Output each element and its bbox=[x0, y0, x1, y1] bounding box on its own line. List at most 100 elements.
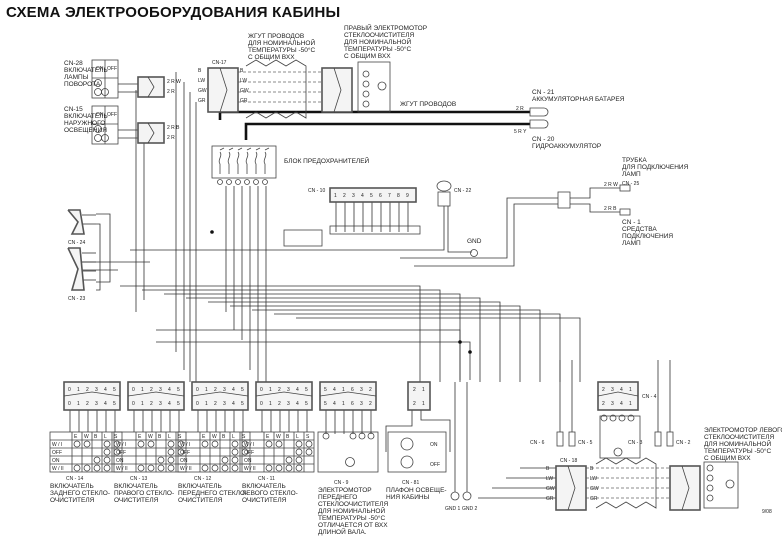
table-col-header: S bbox=[242, 434, 246, 440]
pin-label: 1 bbox=[269, 387, 272, 393]
pin-label: 3 bbox=[287, 387, 290, 393]
accumulator-wire bbox=[244, 122, 530, 140]
contact-icon bbox=[93, 464, 101, 472]
wire-code: GW bbox=[240, 88, 249, 94]
cn11-title: CN - 11 bbox=[258, 476, 275, 482]
contact-icon bbox=[305, 440, 313, 448]
contact-icon bbox=[275, 464, 283, 472]
contact-icon bbox=[147, 440, 155, 448]
wire-code: 2 R bbox=[167, 135, 175, 141]
wire bbox=[96, 213, 111, 283]
pin-label: 3 bbox=[360, 387, 363, 393]
pin-label: 4 bbox=[104, 387, 107, 393]
pin-label: 1 bbox=[269, 401, 272, 407]
pin-label: 5 bbox=[305, 401, 308, 407]
lamp-icon bbox=[94, 134, 102, 142]
connector-divider bbox=[255, 391, 313, 397]
wire-code: 2 R B bbox=[167, 125, 180, 131]
wire bbox=[230, 305, 521, 382]
cn9-label: ДЛИНОЙ ВАЛА. bbox=[318, 527, 367, 536]
cn13-label: ВКЛЮЧАТЕЛЬ bbox=[114, 483, 158, 490]
pin-label: 3 bbox=[95, 401, 98, 407]
junction-dot bbox=[458, 340, 462, 344]
table-col-header: S bbox=[114, 434, 118, 440]
wire-code: GR bbox=[240, 98, 248, 104]
pin-label: 4 bbox=[620, 387, 623, 393]
cn9-label: ОТЛИЧАЕТСЯ ОТ ВХХ bbox=[318, 522, 388, 529]
connector-divider bbox=[597, 391, 639, 397]
cn23-connector bbox=[67, 247, 85, 291]
ground-icon bbox=[462, 491, 472, 501]
pin-label: 3 bbox=[159, 401, 162, 407]
wire-code: LW bbox=[546, 476, 553, 482]
cn28-off: OFF bbox=[107, 66, 117, 72]
cn13-connector bbox=[127, 381, 185, 411]
contact-icon bbox=[167, 448, 175, 456]
gnd1-label: GND 1 bbox=[445, 506, 461, 512]
terminal bbox=[706, 484, 714, 492]
lamp-icon bbox=[94, 79, 102, 87]
cn11-connector bbox=[255, 381, 313, 411]
wire-code: B bbox=[240, 68, 244, 74]
contact-icon bbox=[211, 440, 219, 448]
cn28-label: ПОВОРОТА bbox=[64, 81, 101, 88]
fuse-icon bbox=[236, 147, 243, 174]
table-row-header: ON bbox=[116, 458, 124, 464]
pin-label: 4 bbox=[296, 401, 299, 407]
contact-icon bbox=[295, 440, 303, 448]
cn15-off: OFF bbox=[107, 112, 117, 118]
contact-icon bbox=[103, 440, 111, 448]
cn22-bulb bbox=[436, 180, 452, 192]
pin-label: 3 bbox=[223, 387, 226, 393]
harness-top-label: С ОБЩИМ ВХХ bbox=[248, 54, 295, 61]
contact-icon bbox=[83, 464, 91, 472]
pin-label: 0 bbox=[132, 401, 135, 407]
harness-label: ЖГУТ ПРОВОДОВ bbox=[400, 101, 456, 108]
connector-divider bbox=[319, 391, 377, 397]
pin-label: 2 bbox=[413, 401, 416, 407]
wire-code: GW bbox=[546, 486, 555, 492]
ground-icon bbox=[470, 249, 478, 257]
cn11-label: ЛЕВОГО СТЕКЛО- bbox=[242, 490, 298, 497]
cn17-connector bbox=[207, 67, 239, 113]
contact-icon bbox=[231, 448, 239, 456]
contact-icon bbox=[221, 464, 229, 472]
table-col-header: E bbox=[202, 434, 206, 440]
harness-top-label: ТЕМПЕРАТУРЫ -50°C bbox=[248, 46, 315, 54]
pin-label: 6 bbox=[379, 193, 382, 199]
cn21-label: CN - 21 bbox=[532, 89, 555, 96]
motor-icon bbox=[377, 81, 387, 91]
wire bbox=[120, 285, 421, 382]
pin-label: 5 bbox=[370, 193, 373, 199]
pin-label: 0 bbox=[196, 387, 199, 393]
table-row-header: W / II bbox=[52, 466, 64, 472]
terminal bbox=[600, 414, 608, 422]
wire bbox=[96, 223, 101, 291]
left-motor-label: ЭЛЕКТРОМОТОР ЛЕВОГО bbox=[704, 427, 782, 434]
pin-label: 3 bbox=[287, 401, 290, 407]
pin-label: 2 bbox=[278, 387, 281, 393]
pin-label: 6 bbox=[351, 401, 354, 407]
wire bbox=[142, 289, 441, 382]
right-motor-label: ПРАВЫЙ ЭЛЕКТРОМОТОР bbox=[344, 23, 427, 32]
harness-top-label: ДЛЯ НОМИНАЛЬНОЙ bbox=[248, 38, 315, 47]
junction-dot bbox=[210, 230, 214, 234]
connector-chevron bbox=[147, 122, 155, 144]
lamp-icon bbox=[94, 125, 102, 133]
pin-label: 1 bbox=[342, 401, 345, 407]
lamp-icon bbox=[400, 455, 414, 469]
wire-code: GR bbox=[198, 98, 206, 104]
battery-wire bbox=[218, 110, 530, 120]
contact-icon bbox=[221, 456, 229, 464]
pin-label: 2 bbox=[214, 387, 217, 393]
wire-code: 2 R W bbox=[604, 182, 618, 188]
contact-icon bbox=[167, 464, 175, 472]
terminal bbox=[362, 100, 370, 108]
table-row-header: OFF bbox=[244, 450, 254, 456]
ground-icon bbox=[450, 491, 460, 501]
table-col-header: E bbox=[138, 434, 142, 440]
wire-harness bbox=[595, 457, 657, 509]
cn28-connector bbox=[137, 76, 165, 98]
pin-label: 4 bbox=[296, 387, 299, 393]
wire bbox=[570, 187, 620, 199]
